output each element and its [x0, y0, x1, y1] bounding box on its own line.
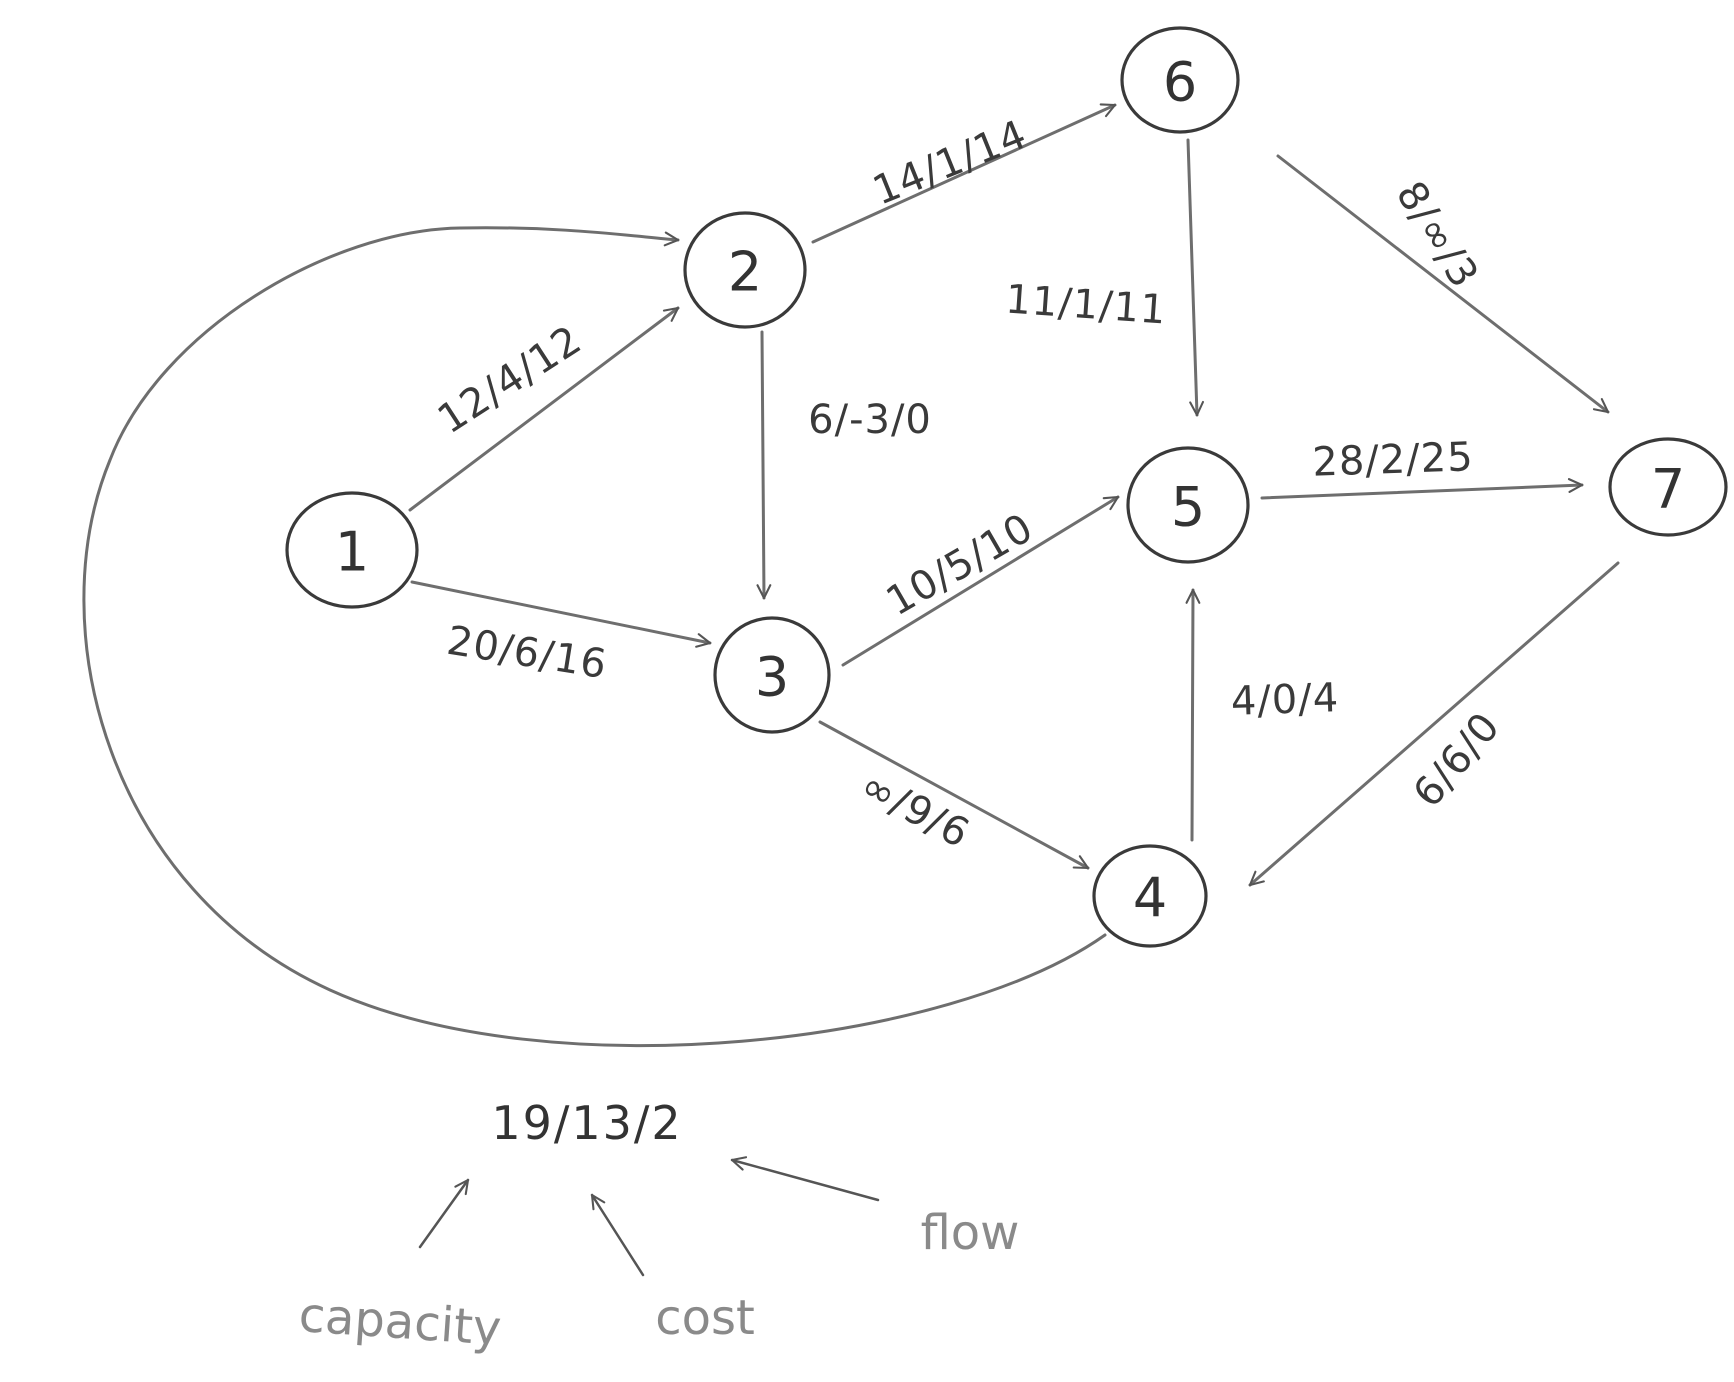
node-7-label: 7 — [1651, 458, 1685, 521]
legend-flow-text: flow — [921, 1205, 1020, 1261]
node-6: 6 — [1120, 26, 1240, 134]
edge-4-2 — [82, 226, 1107, 1048]
legend-flow-arrow — [730, 1156, 880, 1202]
nodes: 1 2 3 4 5 6 7 — [285, 26, 1728, 948]
edge-1-3-label: 20/6/16 — [444, 618, 610, 689]
legend-capacity-text: capacity — [297, 1287, 503, 1357]
legend-example-label: 19/13/2 — [491, 1096, 682, 1150]
edge-3-4 — [818, 720, 1090, 870]
node-3-label: 3 — [755, 646, 789, 709]
edge-4-5 — [1185, 588, 1201, 842]
edge-3-5-label: 10/5/10 — [879, 505, 1042, 625]
edge-6-5 — [1186, 138, 1205, 417]
edge-1-3 — [410, 580, 712, 648]
edge-7-4-label: 6/6/0 — [1405, 704, 1510, 817]
legend-cost-text: cost — [655, 1290, 755, 1346]
node-2-label: 2 — [728, 241, 762, 304]
legend-cost-arrow — [590, 1193, 645, 1277]
edge-1-2 — [408, 306, 680, 512]
edge-5-7 — [1260, 478, 1584, 500]
legend: 19/13/2 capacity cost flow — [297, 1096, 1019, 1357]
node-5-label: 5 — [1171, 476, 1205, 539]
edge-2-6-label: 14/1/14 — [867, 111, 1034, 214]
node-2: 2 — [683, 211, 807, 329]
node-1: 1 — [285, 491, 419, 609]
edge-2-3-label: 6/-3/0 — [808, 397, 932, 443]
node-4: 4 — [1092, 844, 1208, 948]
node-6-label: 6 — [1163, 51, 1197, 114]
node-5: 5 — [1126, 446, 1250, 564]
edge-5-7-label: 28/2/25 — [1312, 434, 1475, 486]
edge-3-4-label: ∞/9/6 — [853, 762, 977, 857]
edge-3-5 — [841, 495, 1120, 667]
node-7: 7 — [1608, 437, 1728, 537]
edge-7-4 — [1248, 561, 1620, 887]
legend-capacity-arrow — [418, 1178, 470, 1249]
edge-6-7 — [1276, 154, 1610, 414]
edge-6-7-label: 8/∞/3 — [1387, 174, 1488, 297]
node-3: 3 — [713, 616, 831, 734]
edge-2-6 — [811, 103, 1117, 244]
edge-2-3 — [756, 330, 772, 600]
edge-4-5-label: 4/0/4 — [1230, 675, 1340, 725]
node-4-label: 4 — [1133, 867, 1167, 930]
edge-1-2-label: 12/4/12 — [430, 317, 590, 443]
edge-6-5-label: 11/1/11 — [1004, 276, 1168, 333]
node-1-label: 1 — [335, 521, 369, 584]
